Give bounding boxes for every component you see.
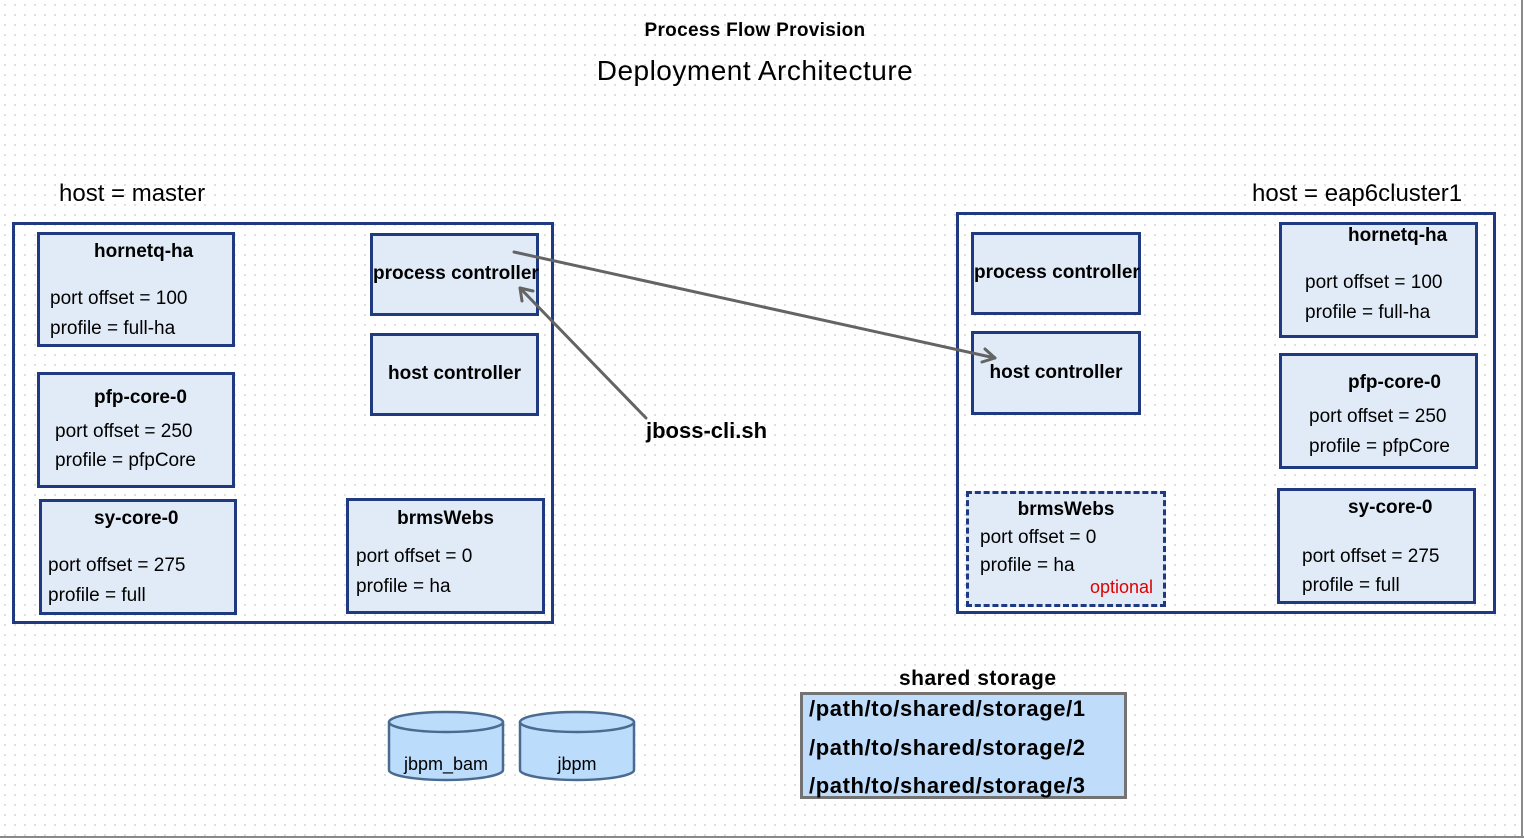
node-port-offset: port offset = 275	[1302, 546, 1440, 567]
master-process-controller-node: process controller	[370, 233, 539, 316]
storage-path: /path/to/shared/storage/1	[809, 696, 1086, 721]
node-title: sy-core-0	[1348, 497, 1433, 518]
shared-storage-box: /path/to/shared/storage/1 /path/to/share…	[800, 692, 1127, 799]
node-port-offset: port offset = 100	[1305, 272, 1443, 293]
database-jbpm-bam: jbpm_bam	[387, 710, 505, 782]
node-port-offset: port offset = 275	[48, 555, 186, 576]
host-eap6cluster1-label: host = eap6cluster1	[1252, 180, 1463, 207]
node-port-offset: port offset = 0	[356, 546, 473, 567]
diagram-supertitle: Process Flow Provision	[644, 20, 866, 41]
database-cylinder-icon	[387, 710, 505, 782]
cli-to-process-controller-arrow	[518, 286, 648, 420]
shared-storage-title: shared storage	[899, 667, 1057, 690]
arrowhead-icon	[980, 347, 997, 364]
database-jbpm: jbpm	[518, 710, 636, 782]
optional-note: optional	[1089, 577, 1153, 597]
node-title: process controller	[373, 263, 539, 284]
master-pfp-core-node: pfp-core-0 port offset = 250 profile = p…	[37, 372, 235, 488]
node-title: brmsWebs	[1017, 499, 1115, 520]
storage-path: /path/to/shared/storage/2	[809, 735, 1086, 760]
arrowhead-icon	[518, 286, 535, 303]
master-sy-core-node: sy-core-0 port offset = 275 profile = fu…	[39, 499, 237, 615]
master-host-controller-node: host controller	[370, 333, 539, 416]
cluster-host-controller-node: host controller	[971, 331, 1141, 415]
canvas-border-bottom	[0, 836, 1524, 838]
node-port-offset: port offset = 250	[1309, 406, 1447, 427]
database-label: jbpm_bam	[403, 754, 489, 774]
node-title: host controller	[387, 363, 521, 384]
node-title: hornetq-ha	[1348, 225, 1448, 246]
host-master-box	[12, 222, 554, 624]
canvas-border-right	[1521, 0, 1523, 838]
host-eap6cluster1-box	[956, 212, 1496, 614]
node-title: hornetq-ha	[94, 241, 194, 262]
node-profile: profile = ha	[356, 576, 451, 597]
node-port-offset: port offset = 0	[980, 527, 1097, 548]
database-cylinder-icon	[518, 710, 636, 782]
node-title: host controller	[989, 362, 1123, 383]
storage-path: /path/to/shared/storage/3	[809, 773, 1086, 798]
node-port-offset: port offset = 250	[55, 421, 193, 442]
node-profile: profile = full	[48, 585, 146, 606]
node-port-offset: port offset = 100	[50, 288, 188, 309]
cluster-hornetq-ha-node: hornetq-ha port offset = 100 profile = f…	[1279, 222, 1478, 338]
process-controller-to-host-controller-arrow	[512, 250, 997, 360]
diagram-title: Deployment Architecture	[596, 55, 914, 86]
cluster-pfp-core-node: pfp-core-0 port offset = 250 profile = p…	[1279, 353, 1478, 469]
node-profile: profile = full	[1302, 575, 1400, 596]
master-brmswebs-node: brmsWebs port offset = 0 profile = ha	[346, 498, 545, 614]
node-title: pfp-core-0	[94, 387, 187, 408]
host-master-label: host = master	[59, 180, 206, 207]
jboss-cli-label: jboss-cli.sh	[646, 418, 768, 443]
cluster-process-controller-node: process controller	[971, 232, 1141, 315]
master-hornetq-ha-node: hornetq-ha port offset = 100 profile = f…	[37, 232, 235, 347]
node-title: sy-core-0	[94, 508, 179, 529]
cluster-sy-core-node: sy-core-0 port offset = 275 profile = fu…	[1277, 488, 1476, 604]
node-title: process controller	[974, 262, 1140, 283]
node-profile: profile = full-ha	[50, 318, 176, 339]
node-profile: profile = full-ha	[1305, 302, 1431, 323]
node-profile: profile = pfpCore	[1309, 436, 1450, 457]
node-title: pfp-core-0	[1348, 372, 1441, 393]
node-profile: profile = pfpCore	[55, 450, 196, 471]
node-profile: profile = ha	[980, 555, 1075, 576]
database-label: jbpm	[557, 754, 597, 774]
node-title: brmsWebs	[397, 508, 494, 529]
cluster-brmswebs-node: brmsWebs port offset = 0 profile = ha op…	[966, 491, 1166, 607]
